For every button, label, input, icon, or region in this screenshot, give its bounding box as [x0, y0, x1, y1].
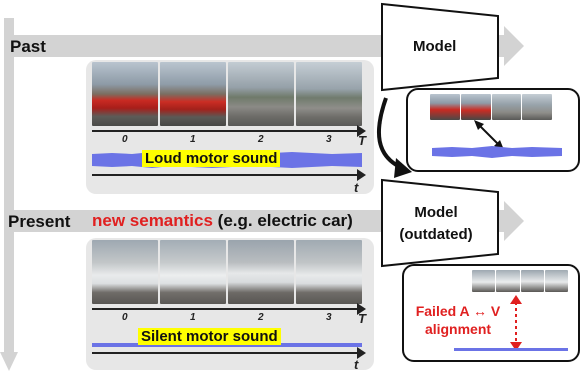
present-time-axis-label: T	[358, 311, 366, 326]
failed-alignment-line1: Failed A ↔ V	[415, 303, 501, 319]
past-audio-caption: Loud motor sound	[142, 150, 281, 167]
failed-alignment-dotted-arrow	[510, 295, 522, 351]
past-frame-3	[296, 62, 362, 126]
failed-alignment-line2: alignment	[424, 321, 492, 337]
present-tick-2: 2	[258, 312, 264, 323]
new-semantics-example: (e.g. electric car)	[212, 211, 353, 230]
present-row-arrow-head	[504, 201, 524, 241]
past-frame-0	[92, 62, 158, 126]
present-tick-3: 3	[326, 312, 332, 323]
present-result-frame-3	[544, 270, 568, 292]
present-model-shape	[381, 178, 499, 268]
present-frame-0	[92, 240, 158, 304]
present-tick-1: 1	[190, 312, 196, 323]
present-result-frame-1	[496, 270, 520, 292]
present-model-label: Model (outdated)	[396, 202, 476, 246]
present-silent-waveform	[92, 343, 362, 347]
past-video-frames	[92, 62, 362, 126]
past-result-frame-2	[491, 94, 522, 120]
present-audio-axis-label: t	[354, 357, 359, 372]
past-video-axis-arrowhead	[357, 125, 366, 137]
past-model-shape	[381, 2, 499, 92]
new-semantics-caption: new semantics (e.g. electric car)	[92, 211, 353, 231]
present-audio-caption: Silent motor sound	[138, 328, 281, 345]
past-audio-axis-label: t	[354, 180, 359, 195]
present-result-frame-2	[520, 270, 544, 292]
past-result-frame-0	[430, 94, 460, 120]
past-row-arrow-head	[504, 26, 524, 66]
present-result-frames	[472, 270, 568, 292]
present-label: Present	[8, 212, 71, 231]
curved-arrow-to-past-result	[376, 97, 412, 178]
present-video-frames	[92, 240, 362, 304]
present-result-waveform	[454, 348, 568, 351]
past-model-label: Model	[413, 38, 457, 55]
present-frame-3	[296, 240, 362, 304]
vertical-time-arrow-head	[0, 352, 18, 371]
past-audio-axis-arrowhead	[357, 169, 366, 181]
present-audio-time-axis	[92, 352, 360, 354]
present-frame-2	[228, 240, 294, 304]
present-model-label-line1: Model	[414, 204, 458, 221]
past-audio-time-axis	[92, 174, 360, 176]
present-frame-1	[160, 240, 226, 304]
past-result-frame-1	[460, 94, 491, 120]
past-tick-1: 1	[190, 134, 196, 145]
present-tick-0: 0	[122, 312, 128, 323]
failed-alignment-text: Failed A ↔ V alignment	[408, 302, 508, 338]
present-model-label-line2: (outdated)	[399, 226, 473, 243]
past-result-waveform	[432, 146, 562, 158]
past-time-axis-label: T	[358, 133, 366, 148]
past-label: Past	[10, 37, 46, 56]
present-result-frame-0	[472, 270, 496, 292]
vertical-time-arrow-shaft	[4, 18, 14, 354]
present-audio-axis-arrowhead	[357, 347, 366, 359]
past-frame-1	[160, 62, 226, 126]
past-tick-0: 0	[122, 134, 128, 145]
past-result-frame-3	[522, 94, 552, 120]
present-video-axis-arrowhead	[357, 303, 366, 315]
present-video-time-axis	[92, 308, 360, 310]
past-frame-2	[228, 62, 294, 126]
new-semantics-highlight: new semantics	[92, 211, 213, 230]
past-video-time-axis	[92, 130, 360, 132]
past-result-frames	[430, 94, 552, 120]
past-tick-3: 3	[326, 134, 332, 145]
past-tick-2: 2	[258, 134, 264, 145]
